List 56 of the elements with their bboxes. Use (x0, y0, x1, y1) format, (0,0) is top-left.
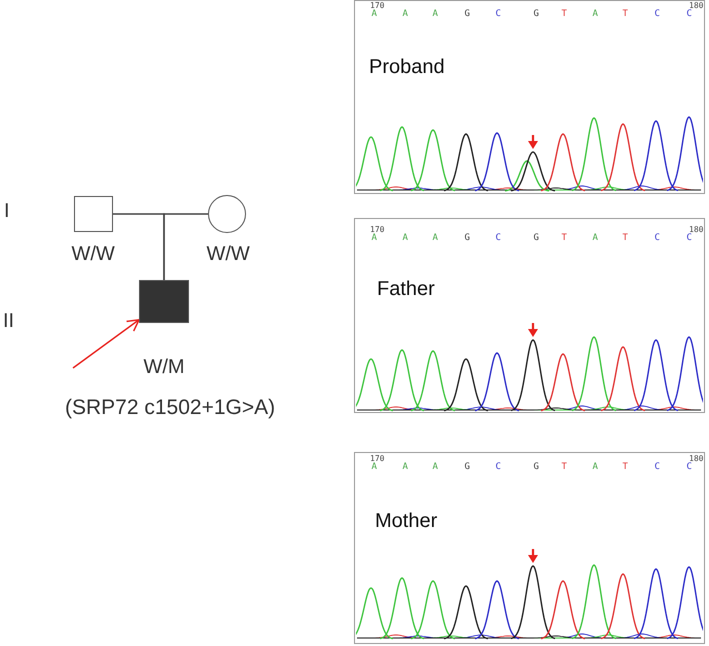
base-call: A (402, 463, 408, 472)
base-call: A (432, 463, 438, 472)
position-number: 170 (370, 2, 384, 10)
base-call: A (372, 234, 377, 243)
chromatogram-panel (354, 0, 705, 194)
base-call: T (622, 10, 628, 19)
base-call: C (654, 10, 660, 19)
chromatogram-panel (354, 218, 705, 413)
base-call: A (592, 234, 598, 243)
base-call: A (432, 234, 438, 243)
chromatogram-panel (354, 452, 705, 644)
base-call: G (464, 10, 470, 19)
base-call: C (654, 234, 660, 243)
base-call: C (654, 463, 660, 472)
sample-label: Father (377, 279, 435, 299)
sample-label: Proband (369, 57, 445, 77)
base-call: T (562, 234, 567, 243)
base-call: C (496, 463, 501, 472)
base-call: G (534, 463, 539, 472)
position-number: 180 (689, 2, 704, 10)
base-call: C (686, 10, 692, 19)
genotype-label: W/M (144, 357, 185, 377)
affected-male-symbol (139, 280, 189, 323)
sample-label: Mother (375, 511, 438, 531)
pedigree-line (163, 213, 208, 280)
base-call: G (534, 10, 539, 19)
base-call: A (592, 463, 598, 472)
base-call: G (464, 463, 470, 472)
base-call: T (562, 463, 567, 472)
base-call: A (592, 10, 598, 19)
female-symbol (208, 195, 246, 233)
base-call: A (402, 234, 408, 243)
base-call: A (432, 10, 438, 19)
male-symbol (74, 196, 113, 232)
position-number: 170 (370, 226, 384, 234)
base-call: T (622, 234, 628, 243)
genotype-label: W/W (206, 244, 250, 264)
base-call: G (464, 234, 470, 243)
base-call: C (496, 234, 501, 243)
base-call: A (372, 10, 377, 19)
proband-arrow (72, 319, 140, 369)
base-call: A (372, 463, 377, 472)
base-call: C (496, 10, 501, 19)
base-call: C (686, 463, 692, 472)
base-call: T (562, 10, 567, 19)
generation-label: I (4, 201, 10, 221)
base-call: G (534, 234, 539, 243)
position-number: 170 (370, 455, 384, 463)
generation-label: II (3, 311, 14, 331)
base-call: T (622, 463, 628, 472)
position-number: 180 (689, 226, 704, 234)
base-call: A (402, 10, 408, 19)
genotype-label: W/W (72, 244, 115, 264)
base-call: C (686, 234, 692, 243)
variant-label: (SRP72 c1502+1G>A) (65, 397, 276, 418)
position-number: 180 (689, 455, 704, 463)
